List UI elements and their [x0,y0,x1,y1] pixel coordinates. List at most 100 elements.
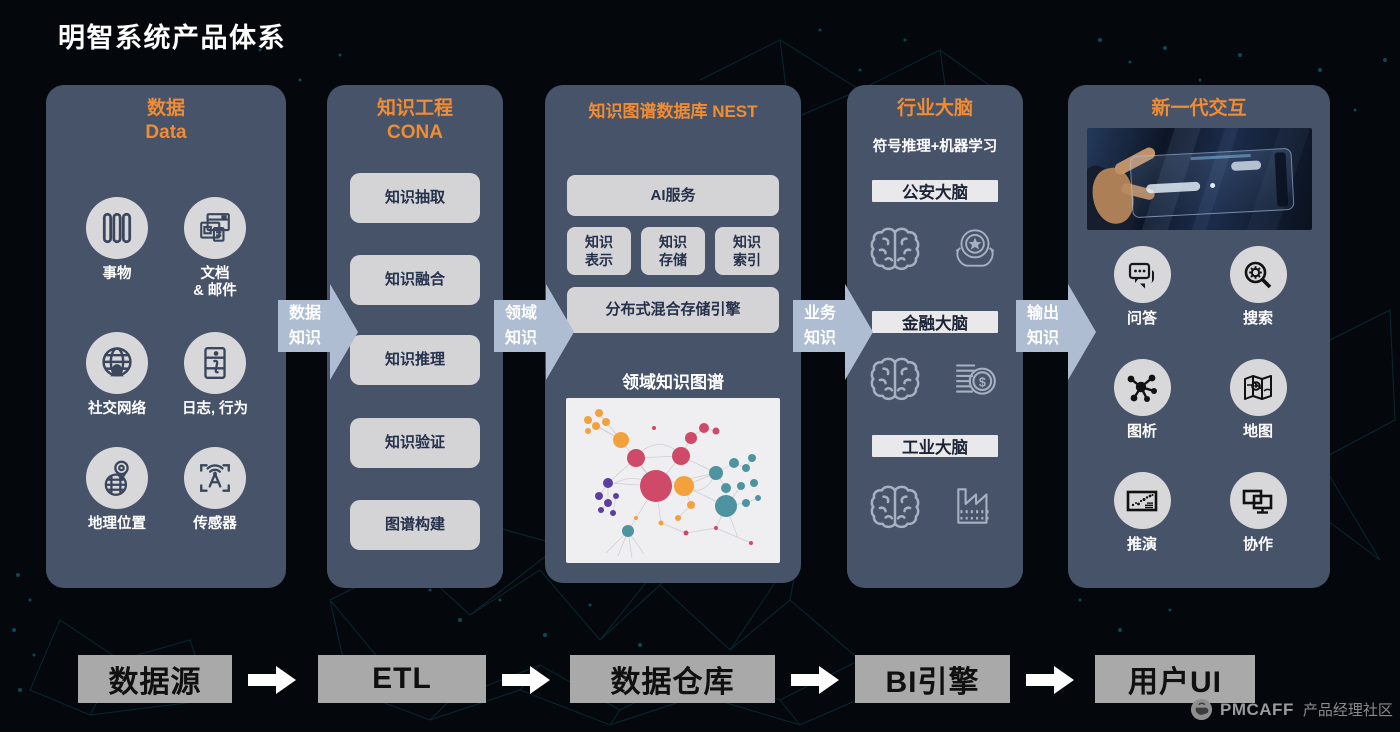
panel-data-title-en: Data [145,122,187,143]
public-security-brain-icons [870,223,1000,273]
graph-analysis-icon [1113,359,1171,416]
qa-icon [1113,246,1171,303]
tag-finance-brain: 金融大脑 [872,311,998,333]
flow-arrow-icon [248,666,296,694]
button-knowledge-index: 知识索引 [715,227,779,275]
tag-public-security-brain: 公安大脑 [872,180,998,202]
domain-knowledge-graph-caption: 领域知识图谱 [622,373,724,392]
interaction-label: 推演 [1126,536,1157,553]
knowledge-arrow-output-label: 输出知识 [1026,305,1059,347]
flow-step-data-source: 数据源 [78,655,232,703]
button-knowledge-extraction: 知识抽取 [350,173,480,223]
panel-data: 数据 Data 事物 文档& 邮件 [46,85,286,588]
panel-data-title-cn: 数据 [146,98,185,119]
collaboration-icon [1229,472,1287,529]
button-knowledge-fusion: 知识融合 [350,255,480,305]
police-badge-icon [955,229,995,267]
interaction-item-qa: 问答 [1090,246,1194,327]
interaction-label: 协作 [1242,536,1273,553]
panel-cona: 知识工程 CONA 知识抽取 知识融合 知识推理 知识验证 图谱构建 [327,85,503,588]
data-item-documents-mail: 文档& 邮件 [163,197,267,300]
data-item-label: 日志, 行为 [181,401,249,417]
button-graph-construction: 图谱构建 [350,500,480,550]
interaction-label: 图析 [1126,423,1157,440]
button-distributed-storage-engine: 分布式混合存储引擎 [567,287,779,333]
flow-arrow-icon [791,666,839,694]
panel-interaction: 新一代交互 [1068,85,1330,588]
knowledge-arrow-business-label: 业务知识 [803,305,836,347]
brain-icon [870,481,920,531]
watermark-brand: PMCAFF [1220,699,1294,719]
knowledge-arrow-business [793,284,873,380]
logs-behavior-icon [184,332,246,394]
sensor-icon [184,447,246,509]
knowledge-graph-image [566,398,780,563]
knowledge-arrow-domain-label: 领域知识 [504,305,537,347]
watermark: PMCAFF 产品经理社区 [1190,698,1393,721]
interaction-item-map: 地图 [1206,359,1310,440]
factory-icon [957,488,989,524]
interaction-item-collaboration: 协作 [1206,472,1310,553]
map-icon [1229,359,1287,416]
industrial-brain-icons [870,481,1000,531]
flow-step-user-ui: 用户UI [1095,655,1255,703]
data-item-things: 事物 [65,197,169,283]
geolocation-icon [86,447,148,509]
transparent-phone-photo [1087,128,1312,230]
flow-step-etl: ETL [318,655,486,703]
button-knowledge-verification: 知识验证 [350,418,480,468]
data-item-label: 地理位置 [88,516,146,532]
interaction-label: 搜索 [1242,310,1273,327]
panel-data-title: 数据 Data [46,97,286,145]
watermark-suffix: 产品经理社区 [1302,702,1393,719]
panel-interaction-title: 新一代交互 [1151,98,1247,119]
tag-industrial-brain: 工业大脑 [872,435,998,457]
page-title: 明智系统产品体系 [58,23,286,53]
documents-mail-icon [184,197,246,259]
panel-brain-title: 行业大脑 [896,98,973,119]
interaction-label: 问答 [1126,310,1157,327]
knowledge-arrow-output [1016,284,1096,380]
data-item-sensor: 传感器 [163,447,267,533]
simulation-icon [1113,472,1171,529]
panel-cona-title-cn: 知识工程 [376,98,453,119]
button-knowledge-reasoning: 知识推理 [350,335,480,385]
finance-brain-icons: $ [870,353,1000,403]
data-item-logs: 日志, 行为 [163,332,267,418]
panel-industry-brain: 行业大脑 符号推理+机器学习 公安大脑 金融大脑 $ [847,85,1023,588]
knowledge-arrow-data-label: 数据知识 [288,305,321,347]
flow-arrow-icon [1026,666,1074,694]
search-icon [1229,246,1287,303]
data-item-label: 文档& 邮件 [193,266,237,299]
pmcaff-logo-icon [1190,698,1213,721]
button-knowledge-representation: 知识表示 [567,227,631,275]
interaction-item-simulation: 推演 [1090,472,1194,553]
data-item-geolocation: 地理位置 [65,447,169,533]
interaction-label: 地图 [1242,423,1273,440]
interaction-item-graph-analysis: 图析 [1090,359,1194,440]
brain-subtitle: 符号推理+机器学习 [872,139,998,155]
brain-icon [870,353,920,403]
flow-step-bi-engine: BI引擎 [855,655,1010,703]
flow-step-data-warehouse: 数据仓库 [570,655,775,703]
transparent-phone [1129,147,1295,219]
data-item-social: 社交网络 [65,332,169,418]
flow-arrow-icon [502,666,550,694]
panel-nest-title: 知识图谱数据库 NEST [588,102,758,121]
brain-icon [870,223,920,273]
data-item-label: 社交网络 [88,401,146,417]
knowledge-arrow-data [278,284,358,380]
knowledge-arrow-domain [494,284,574,380]
button-knowledge-storage: 知识存储 [641,227,705,275]
social-network-icon [86,332,148,394]
data-item-label: 传感器 [193,516,237,532]
svg-text:$: $ [979,375,986,389]
button-ai-service: AI服务 [567,175,779,216]
panel-cona-title: 知识工程 CONA [327,97,503,145]
things-icon [86,197,148,259]
interaction-item-search: 搜索 [1206,246,1310,327]
panel-nest: 知识图谱数据库 NEST AI服务 知识表示 知识存储 知识索引 分布式混合存储… [545,85,801,583]
panel-cona-title-en: CONA [387,122,443,143]
coins-icon: $ [956,364,996,395]
